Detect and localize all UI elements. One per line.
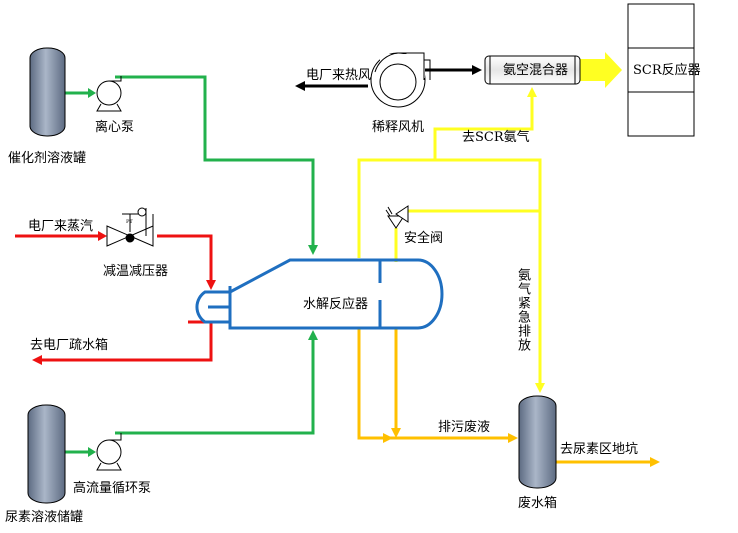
ammonia-mixer-icon	[484, 55, 581, 85]
safety-valve-label: 安全阀	[404, 231, 444, 246]
steam-down-arrow	[206, 280, 216, 290]
circulation-pump-label: 高流量循环泵	[73, 481, 152, 496]
safety-valve-icon	[385, 205, 409, 229]
to-drain-tank-label: 去电厂疏水箱	[30, 338, 109, 353]
desuperheater-valve-icon: PT	[106, 207, 154, 247]
ammonia-gas-line	[357, 97, 542, 385]
scr-reactor-icon	[627, 3, 695, 137]
urea-storage-tank	[27, 404, 66, 504]
desuperheater-label: 减温减压器	[103, 264, 169, 279]
hot-air-in-label: 电厂来热风	[306, 68, 372, 83]
reactor-bottom-inlet-arrow	[308, 330, 318, 340]
blowdown-line	[357, 328, 650, 464]
emergency-vent-arrow	[535, 383, 545, 393]
wastewater-tank	[518, 395, 557, 489]
to-mixer-arrow	[527, 87, 537, 97]
centrifugal-pump-icon	[96, 76, 122, 112]
urea-line-arrow	[88, 447, 96, 457]
hot-air-arrow	[295, 81, 305, 91]
steam-line	[15, 234, 213, 362]
dilution-fan-icon	[370, 52, 431, 108]
blowdown-waste-label: 排污废液	[438, 420, 491, 435]
steam-in-arrow	[98, 231, 107, 241]
centrifugal-pump-label: 离心泵	[95, 120, 135, 135]
svg-text:PT: PT	[126, 219, 133, 225]
fan-out-arrow	[472, 65, 482, 75]
reactor-top-inlet-arrow	[308, 245, 318, 255]
blowdown-arrow-a	[383, 433, 393, 443]
ammonia-mixer-label: 氨空混合器	[503, 63, 569, 78]
catalyst-line-arrow	[88, 88, 96, 98]
hydrolysis-reactor-icon	[195, 258, 444, 330]
to-urea-pit-label: 去尿素区地坑	[560, 442, 639, 457]
to-pit-arrow	[650, 457, 660, 467]
catalyst-feed-line	[65, 75, 315, 245]
urea-tank-label: 尿素溶液储罐	[5, 510, 84, 525]
circulation-pump-icon	[96, 433, 122, 471]
blowdown-arrow-b	[391, 428, 401, 438]
steam-in-label: 电厂来蒸汽	[28, 219, 94, 234]
drain-out-arrow	[32, 355, 42, 365]
dilution-fan-label: 稀释风机	[372, 120, 425, 135]
hot-air-line	[303, 68, 472, 88]
waste-tank-inlet-arrow	[508, 433, 518, 443]
to-scr-arrow	[580, 52, 622, 88]
urea-circulation-line	[65, 338, 315, 454]
scr-reactor-label: SCR反应器	[633, 63, 701, 78]
ammonia-emergency-vent-label: 氨气紧急排放	[515, 268, 530, 352]
catalyst-tank-label: 催化剂溶液罐	[8, 151, 87, 166]
to-scr-ammonia-label: 去SCR氨气	[462, 130, 530, 145]
catalyst-tank	[29, 47, 66, 137]
wastewater-tank-label: 废水箱	[518, 496, 558, 511]
hydrolysis-reactor-label: 水解反应器	[303, 297, 369, 312]
